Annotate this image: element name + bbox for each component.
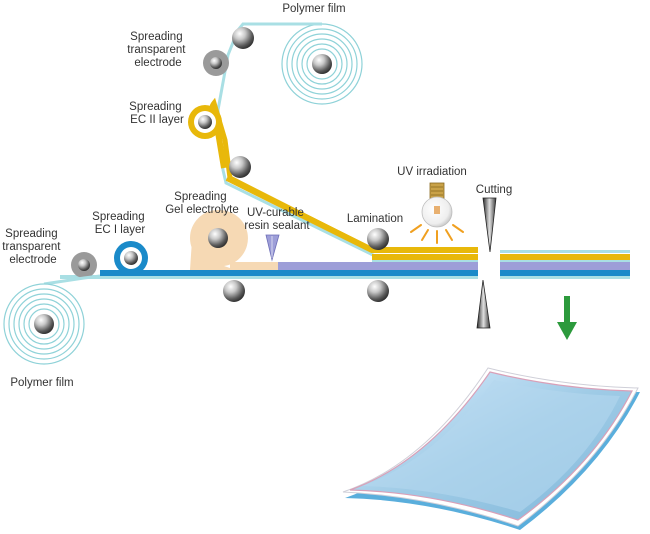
transparent-electrode-roll-top [203, 50, 229, 76]
sealant-layer-line [278, 262, 478, 270]
label-ec1-layer-line1: Spreading [92, 211, 144, 223]
label-ec2-layer-line2: EC II layer [130, 114, 184, 126]
final-flexible-sheet [342, 367, 640, 530]
label-gel-electrolyte: Spreading Gel electrolyte [165, 191, 239, 216]
cutting-blade-top [482, 197, 497, 253]
label-polymer-film-bottom: Polymer film [10, 377, 73, 389]
uv-lamp [421, 182, 453, 228]
label-uv-irradiation: UV irradiation [397, 166, 467, 178]
polymer-film-roll-top [281, 23, 363, 105]
gel-electrolyte-roll [190, 210, 248, 270]
label-ec1-layer: Spreading EC I layer [92, 211, 148, 236]
label-transparent-electrode-left: Spreading transparent electrode [2, 228, 63, 266]
cut-laminate [500, 250, 630, 279]
bottom-film-base [60, 275, 478, 279]
label-uv-curable-sealant-line2: resin sealant [244, 220, 310, 232]
label-transparent-electrode-left-line3: electrode [9, 254, 56, 266]
label-transparent-electrode-top: Spreading transparent electrode [127, 31, 188, 69]
uv-rays [410, 224, 464, 244]
resin-sealant-dispenser [265, 234, 280, 262]
label-ec2-layer-line1: Spreading [129, 101, 181, 113]
label-cutting: Cutting [476, 184, 512, 196]
polymer-film-roll-bottom [3, 274, 101, 365]
label-ec1-layer-line2: EC I layer [95, 224, 146, 236]
label-gel-electrolyte-line1: Spreading [174, 191, 226, 203]
label-transparent-electrode-top-line1: Spreading [130, 31, 182, 43]
ec1-layer-line [100, 270, 478, 276]
label-uv-curable-sealant-line1: UV-curable [247, 207, 304, 219]
label-transparent-electrode-top-line3: electrode [134, 57, 181, 69]
label-transparent-electrode-left-line1: Spreading [5, 228, 57, 240]
label-uv-curable-sealant: UV-curable resin sealant [244, 207, 310, 232]
diagonal-guide-roller [229, 156, 251, 178]
label-transparent-electrode-left-line2: transparent [2, 241, 61, 253]
label-lamination: Lamination [347, 213, 403, 225]
ec1-spreading-roll [114, 241, 148, 275]
lamination-roller-top [367, 228, 389, 250]
label-polymer-film-top: Polymer film [282, 3, 345, 15]
label-transparent-electrode-top-line2: transparent [127, 44, 186, 56]
gel-layer-line [230, 262, 278, 270]
ec2-spreading-roll [188, 105, 222, 139]
label-ec2-layer: Spreading EC II layer [129, 101, 185, 126]
transparent-electrode-roll-left [71, 252, 97, 278]
lamination-roller-bottom [367, 280, 389, 302]
down-arrow-icon [557, 296, 577, 340]
lower-roller-1 [223, 280, 245, 302]
top-guide-roller [232, 27, 254, 49]
label-gel-electrolyte-line2: Gel electrolyte [165, 204, 239, 216]
cutting-blade-bottom [476, 279, 491, 329]
